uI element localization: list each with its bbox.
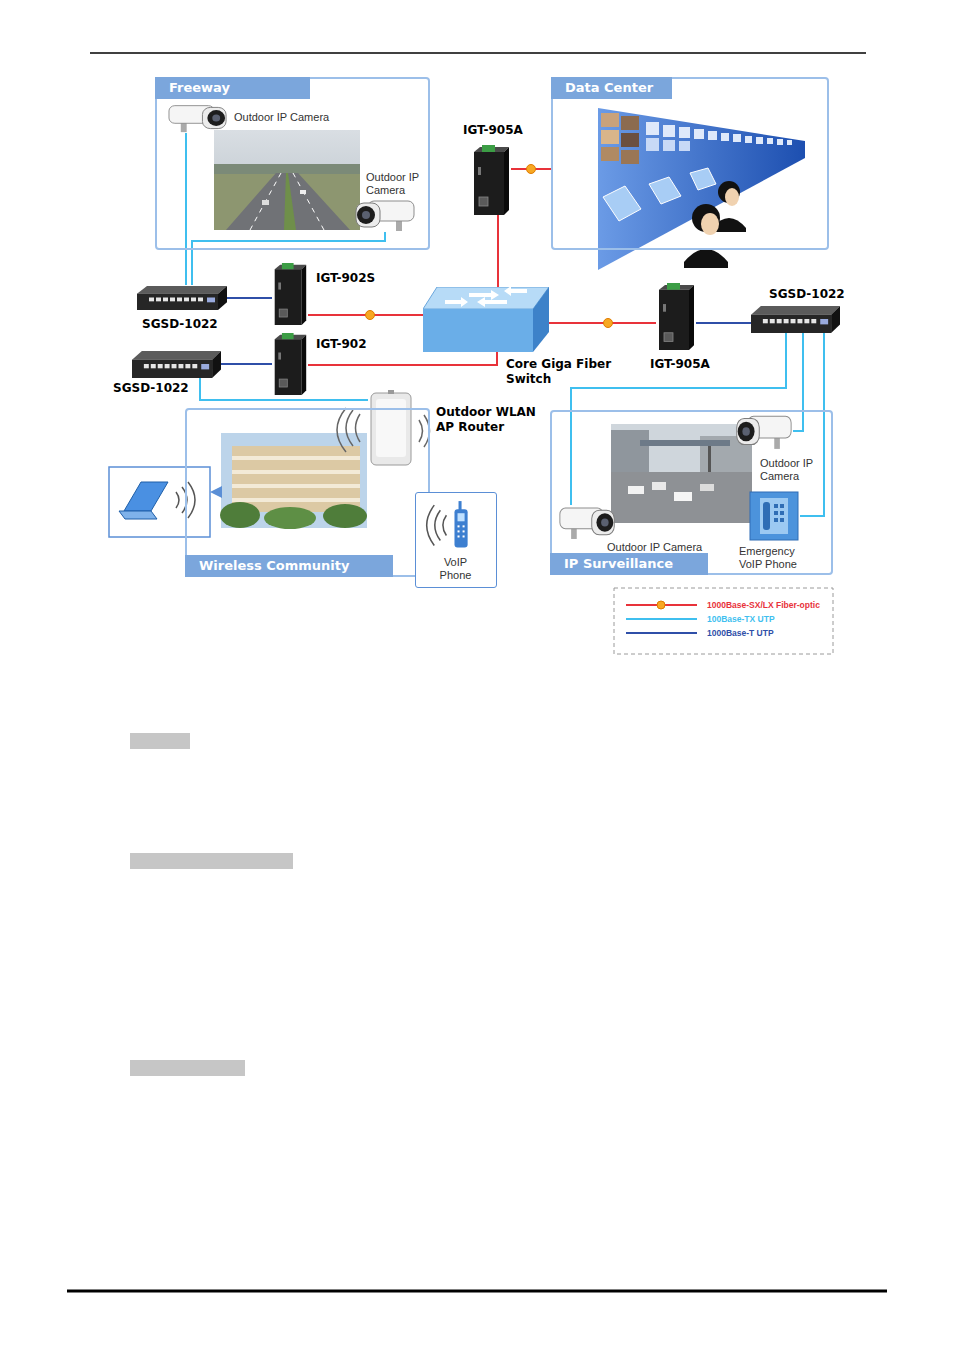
media-converter: IGT-902S <box>272 263 308 325</box>
device-label: IGT-905A <box>650 357 710 372</box>
camera-node: Outdoor IP Camera <box>733 413 793 450</box>
device-icon <box>368 390 415 467</box>
device-label: SGSD-1022 <box>113 381 189 396</box>
phone-callout: VoIP Phone <box>415 492 497 588</box>
device-icon <box>272 263 308 325</box>
device-icon <box>167 103 230 133</box>
device-label: IGT-902S <box>316 271 375 286</box>
media-converter: IGT-902 <box>272 333 308 395</box>
device-label: Core Giga Fiber Switch <box>506 357 640 387</box>
freeway-photo <box>214 130 360 230</box>
panel-title: Data Center <box>551 77 672 99</box>
panel-title: Wireless Community <box>185 555 393 577</box>
device-icon <box>748 490 800 542</box>
device-icon <box>137 285 227 310</box>
utp-1000-link <box>221 363 272 365</box>
fiber-dot <box>527 165 536 174</box>
camera-node: Outdoor IP Camera <box>352 198 416 232</box>
media-converter: IGT-905A <box>471 145 511 215</box>
emergency-phone: Emergency VoIP Phone <box>748 490 800 542</box>
phone-label: VoIP Phone <box>436 556 476 582</box>
access-point: Outdoor WLAN AP Router <box>368 390 415 467</box>
device-label: IGT-905A <box>463 123 523 138</box>
device-icon <box>751 305 840 333</box>
media-converter: IGT-905A <box>656 283 696 350</box>
bottom-rule <box>67 1290 887 1293</box>
desktop-switch: SGSD-1022 <box>137 285 227 310</box>
camera-node: Outdoor IP Camera <box>167 103 230 133</box>
laptop-callout <box>109 467 222 537</box>
panel-title: Freeway <box>155 77 310 99</box>
device-label: Outdoor WLAN AP Router <box>436 405 548 435</box>
region-panel: Wireless Community <box>185 408 430 577</box>
device-icon <box>272 333 308 395</box>
surveillance-photo <box>611 424 752 523</box>
camera-label: Outdoor IP Camera <box>366 171 426 197</box>
region-panel: Data Center <box>551 77 829 250</box>
desktop-switch: SGSD-1022 <box>751 305 840 333</box>
utp-100-link <box>185 133 187 285</box>
device-icon <box>471 145 511 215</box>
device-icon <box>423 287 549 352</box>
fiber-link <box>308 352 497 365</box>
wireless-community-photo <box>220 433 367 529</box>
utp-1000-link <box>227 297 272 299</box>
utp-100-link <box>793 333 803 431</box>
legend-box <box>614 588 833 654</box>
device-icon <box>132 350 221 378</box>
fiber-dot <box>366 311 375 320</box>
legend-text: 1000Base-T UTP <box>707 628 774 638</box>
device-icon <box>558 505 618 540</box>
legend-text: 100Base-TX UTP <box>707 614 775 624</box>
data-center-room <box>598 108 805 270</box>
redacted-heading <box>130 733 293 1076</box>
device-icon <box>656 283 696 350</box>
device-icon <box>733 413 793 450</box>
fiber-link <box>497 215 499 287</box>
camera-label: Outdoor IP Camera <box>234 111 329 124</box>
utp-1000-link <box>696 322 751 324</box>
legend-text: 1000Base-SX/LX Fiber-optic <box>707 600 820 610</box>
fiber-dot <box>604 319 613 328</box>
camera-label: Outdoor IP Camera <box>760 457 816 483</box>
fiber-link <box>549 322 656 324</box>
device-icon <box>352 198 416 232</box>
device-label: SGSD-1022 <box>769 287 845 302</box>
device-label: SGSD-1022 <box>142 317 218 332</box>
top-rule <box>90 52 866 54</box>
phone-label: Emergency VoIP Phone <box>739 545 811 571</box>
utp-100-link <box>800 333 824 516</box>
camera-label: Outdoor IP Camera <box>607 541 702 554</box>
core-switch: Core Giga Fiber Switch <box>423 287 549 352</box>
camera-node: Outdoor IP Camera <box>558 505 618 540</box>
panel-title: IP Surveillance <box>550 553 708 575</box>
region-panel: FreewayOutdoor IP CameraOutdoor IP Camer… <box>155 77 430 250</box>
region-panel: IP SurveillanceOutdoor IP CameraOutdoor … <box>550 410 833 575</box>
desktop-switch: SGSD-1022 <box>132 350 221 378</box>
device-label: IGT-902 <box>316 337 367 352</box>
